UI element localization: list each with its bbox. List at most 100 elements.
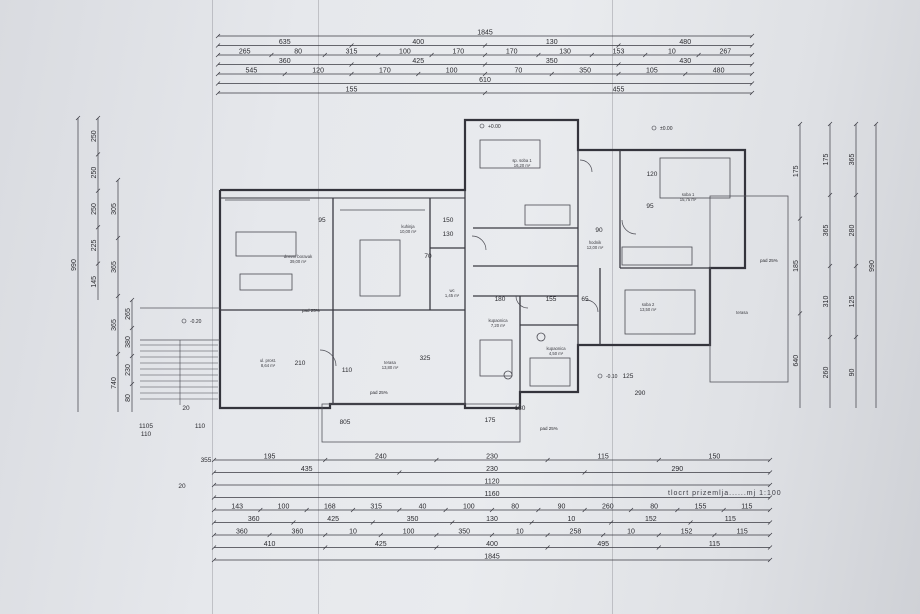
dimension-label: 125	[623, 373, 634, 380]
room-name: kuhinja	[401, 224, 415, 229]
top-dimension-tick	[683, 71, 688, 77]
dimension-label: 1105	[139, 423, 153, 430]
bottom-dimension-value: 360	[236, 529, 248, 536]
bottom-dimension-value: 115	[741, 504, 752, 511]
bottom-dimension-tick	[434, 457, 439, 463]
room-area: 8,64 m²	[261, 363, 276, 368]
room-name: kupaonica	[488, 318, 508, 323]
bottom-dimension-tick	[443, 507, 448, 513]
left-dimension-tick	[95, 224, 101, 230]
top-dimension-value: 170	[452, 49, 464, 56]
left-dimension-tick	[115, 293, 121, 299]
room-name: wc	[449, 288, 454, 293]
bottom-dimension-tick	[767, 482, 773, 488]
dimension-label: 95	[318, 217, 326, 224]
top-dimension-value: 130	[546, 39, 558, 46]
right-dimension-tick	[797, 311, 803, 316]
bottom-dimension-tick	[767, 457, 773, 463]
dimension-label: 210	[295, 360, 306, 367]
bottom-dimension-value: 143	[231, 504, 243, 511]
bottom-dimension-value: 230	[486, 466, 498, 473]
dimension-label: 290	[635, 390, 646, 397]
door-swings	[319, 159, 637, 367]
right-dimension-tick	[853, 121, 859, 127]
bottom-dimension-value: 230	[486, 454, 498, 461]
right-dimension-tick	[797, 216, 803, 221]
level-label: +0.00	[488, 124, 501, 130]
top-dimension-tick	[215, 71, 221, 77]
bottom-dimension-value: 150	[709, 454, 721, 461]
room-area: 16,20 m²	[514, 163, 531, 168]
slope-note: pad 25%	[302, 308, 320, 313]
left-dimension-tick	[129, 353, 135, 359]
bottom-dimension-tick	[211, 520, 217, 525]
bottom-dimension-value: 10	[349, 529, 357, 536]
bottom-dimension-value: 350	[407, 516, 419, 523]
bottom-dimension-value: 258	[570, 529, 582, 536]
left-dimension-value: 250	[91, 167, 98, 179]
left-dimension-value: 305	[111, 203, 118, 215]
right-dimension-value: 175	[823, 154, 830, 166]
left-dimension-tick	[129, 381, 135, 387]
top-dimension-tick	[696, 52, 701, 58]
top-dimension-tick	[215, 33, 221, 39]
drawing-title: tlocrt prizemlja......mj 1:100	[668, 490, 782, 497]
terrace-outlines	[140, 195, 789, 443]
bottom-dimension-value: 290	[671, 466, 683, 473]
left-dimension-value: 250	[91, 203, 98, 215]
top-dimension-tick	[375, 52, 381, 58]
bottom-dimension-tick	[450, 520, 455, 525]
left-dimension-value: 380	[125, 336, 132, 348]
bottom-dimension-value: 100	[463, 504, 475, 511]
top-dimension-tick	[482, 90, 488, 96]
bottom-dimension-tick	[656, 457, 662, 463]
bottom-dimension-tick	[545, 545, 550, 550]
dimension-label: 805	[340, 419, 351, 426]
bottom-dimension-tick	[582, 470, 587, 475]
slope-note: pad 25%	[540, 426, 558, 431]
top-dimension-tick	[589, 52, 595, 58]
left-dimension-tick	[129, 325, 135, 331]
top-dimension-tick	[616, 71, 621, 77]
top-dimension-value: 155	[346, 87, 358, 94]
level-label: ±0.00	[660, 126, 673, 132]
right-dimension-tick	[853, 334, 859, 340]
room-name: sp. soba 1	[512, 158, 532, 163]
bottom-dimension-value: 240	[375, 454, 387, 461]
bottom-dimension-value: 152	[645, 516, 657, 523]
top-dimension-tick	[215, 81, 221, 86]
dimension-label: 90	[595, 227, 603, 234]
top-dimension-value: 350	[546, 58, 558, 65]
right-dimension-tick	[827, 263, 833, 269]
left-dimension-tick	[95, 261, 101, 266]
bottom-dimension-tick	[211, 557, 217, 563]
bottom-dimension-tick	[545, 457, 550, 463]
bottom-dimension-tick	[489, 532, 495, 538]
bottom-dimension-tick	[211, 457, 217, 463]
top-dimension-value: 350	[579, 68, 591, 75]
top-dimension-value: 170	[506, 49, 518, 56]
dimension-label: 70	[424, 253, 432, 260]
top-dimension-tick	[282, 71, 287, 77]
top-dimension-tick	[482, 71, 488, 77]
bottom-dimension-tick	[767, 545, 773, 550]
top-dimension-tick	[749, 71, 755, 77]
left-dimension-tick	[115, 177, 121, 183]
right-dimension-tick	[853, 263, 859, 269]
level-marker-icon	[479, 123, 485, 129]
bottom-dimension-tick	[211, 545, 217, 550]
bottom-dimension-tick	[350, 507, 356, 513]
bottom-dimension-value: 40	[419, 504, 427, 511]
top-dimension-value: 153	[613, 49, 625, 56]
bottom-dimension-tick	[378, 532, 384, 538]
left-dimension-tick	[75, 115, 81, 121]
dimension-label: 110	[342, 367, 353, 374]
bottom-dimension-tick	[600, 532, 606, 538]
top-dimension-value: 267	[719, 49, 731, 56]
level-label: -0.10	[606, 374, 618, 380]
top-dimension-tick	[416, 71, 421, 77]
dimension-label: 175	[485, 417, 496, 424]
top-dimension-tick	[322, 52, 328, 58]
